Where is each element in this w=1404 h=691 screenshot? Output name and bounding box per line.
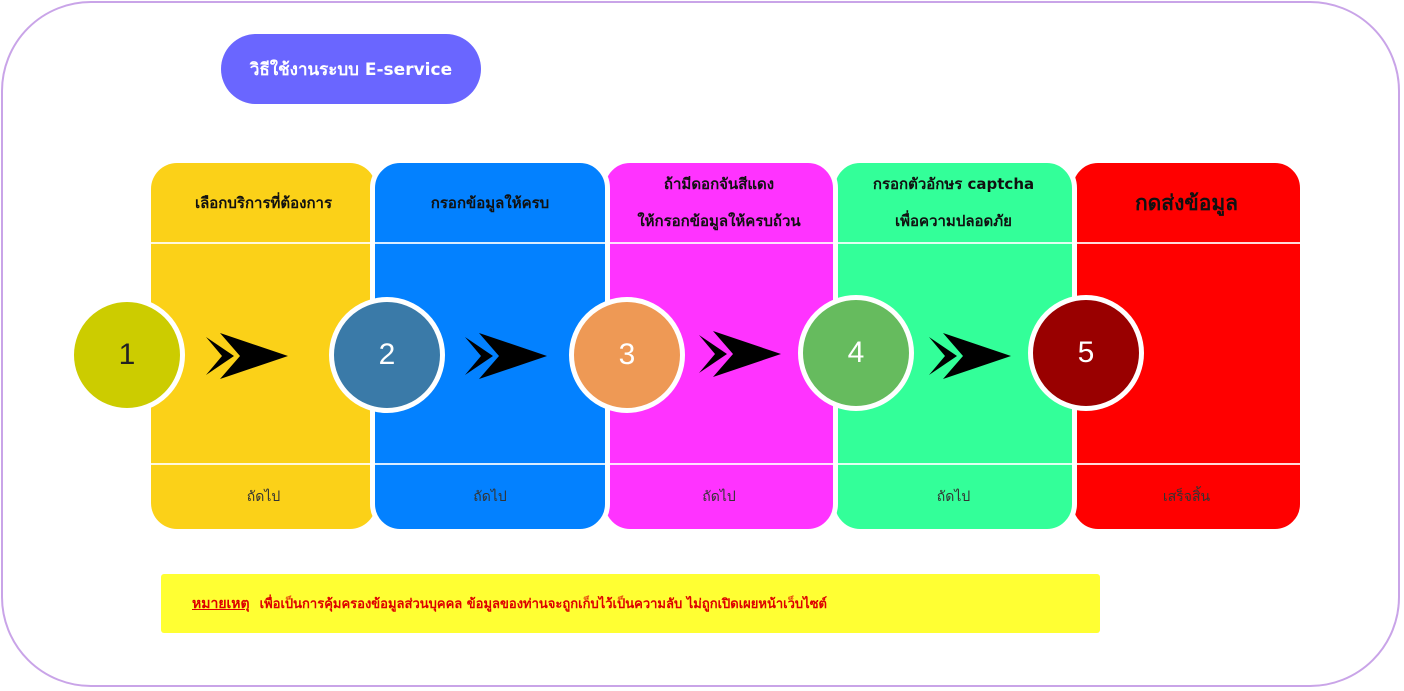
arrow-right-icon	[929, 333, 1011, 379]
step-number-circle-1: 1	[69, 297, 185, 413]
step-footer-4: ถัดไป	[936, 489, 971, 505]
page-title: วิธีใช้งานระบบ E-service	[221, 34, 481, 104]
divider	[151, 242, 376, 244]
step-heading-1: เลือกบริการที่ต้องการ	[151, 163, 376, 243]
note-label: หมายเหตุ	[192, 595, 250, 612]
step-heading-line: กดส่งข้อมูล	[1134, 191, 1239, 215]
step-footer-1: ถัดไป	[246, 489, 281, 505]
divider	[375, 242, 605, 244]
divider	[835, 463, 1072, 465]
step-heading-4: กรอกตัวอักษร captcha เพื่อความปลอดภัย	[835, 163, 1072, 243]
step-heading-3: ถ้ามีดอกจันสีแดง ให้กรอกข้อมูลให้ครบถ้วน	[605, 163, 833, 243]
step-footer-5: เสร็จสิ้น	[1162, 489, 1211, 505]
step-number-circle-3: 3	[569, 297, 685, 413]
step-number: 3	[618, 338, 636, 371]
arrow-right-icon	[206, 333, 288, 379]
note-banner: หมายเหตุ เพื่อเป็นการคุ้มครองข้อมูลส่วนบ…	[161, 574, 1100, 633]
step-heading-line: เพื่อความปลอดภัย	[895, 212, 1012, 230]
step-heading-line: เลือกบริการที่ต้องการ	[194, 193, 333, 212]
divider	[1073, 242, 1300, 244]
step-number: 1	[118, 338, 136, 371]
divider	[835, 242, 1072, 244]
step-heading-line: ให้กรอกข้อมูลให้ครบถ้วน	[637, 212, 801, 230]
step-heading-5: กดส่งข้อมูล	[1073, 163, 1300, 243]
step-heading-line: ถ้ามีดอกจันสีแดง	[663, 175, 775, 193]
divider	[375, 463, 605, 465]
step-number-circle-4: 4	[798, 295, 914, 411]
step-footer-3: ถัดไป	[702, 489, 736, 505]
divider	[151, 463, 376, 465]
step-number: 5	[1077, 336, 1095, 369]
divider	[605, 463, 833, 465]
step-heading-line: กรอกข้อมูลให้ครบ	[430, 193, 550, 212]
step-heading-line: กรอกตัวอักษร captcha	[872, 175, 1035, 193]
divider	[605, 242, 833, 244]
step-number: 4	[847, 336, 865, 369]
divider	[1073, 463, 1300, 465]
step-number-circle-2: 2	[329, 297, 445, 413]
step-footer-2: ถัดไป	[473, 489, 507, 505]
arrow-right-icon	[699, 331, 781, 377]
step-heading-2: กรอกข้อมูลให้ครบ	[375, 163, 605, 243]
note-text: เพื่อเป็นการคุ้มครองข้อมูลส่วนบุคคล ข้อม…	[259, 597, 827, 612]
arrow-right-icon	[465, 333, 547, 379]
step-number: 2	[378, 338, 396, 371]
step-number-circle-5: 5	[1028, 295, 1144, 411]
